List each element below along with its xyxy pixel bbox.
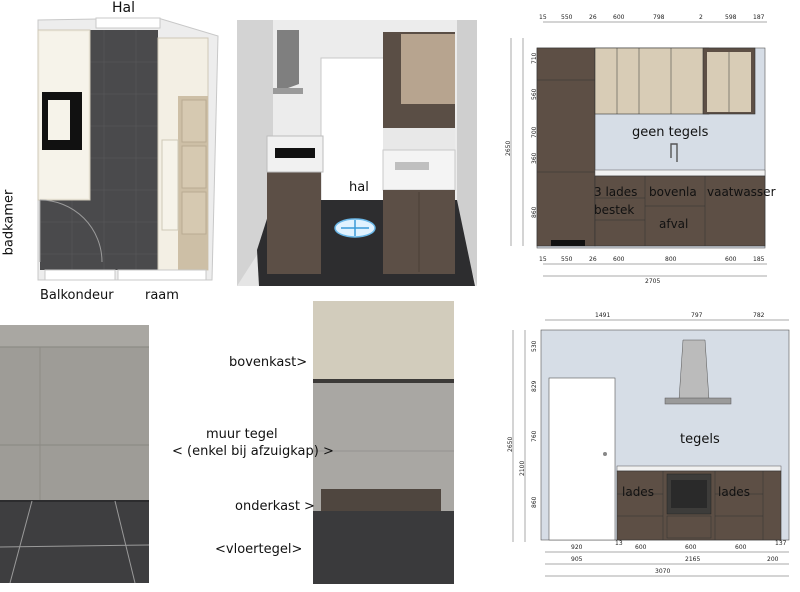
dim-value: 600 xyxy=(725,256,737,263)
dim-value: 829 xyxy=(531,380,538,392)
dim-total: 2705 xyxy=(645,278,661,285)
tile-photo-left-drawing xyxy=(0,325,149,583)
dim-value: 800 xyxy=(665,256,677,263)
dim-door-height: 2100 xyxy=(519,460,526,476)
label-bovenla: bovenla xyxy=(649,185,697,199)
elevation-2: 1491 797 782 920 13 600 600 600 137 905 … xyxy=(505,308,795,590)
floorplan: Hal badkamer Balkondeur raam xyxy=(0,0,230,303)
annotated-photo xyxy=(313,301,454,584)
dim-value: 782 xyxy=(753,312,765,319)
dim-value: 600 xyxy=(685,544,697,551)
label-hal-render: hal xyxy=(349,180,369,195)
dim-value: 798 xyxy=(653,14,665,21)
annotated-photo-drawing xyxy=(313,301,454,584)
dim-value: 920 xyxy=(571,544,583,551)
dim-value: 1491 xyxy=(595,312,611,319)
dim-value: 2165 xyxy=(685,556,701,563)
label-muur-tegel: muur tegel xyxy=(206,427,278,442)
dim-value: 600 xyxy=(613,256,625,263)
label-hal-top: Hal xyxy=(112,0,135,16)
dim-value: 137 xyxy=(775,540,787,547)
dim-value: 600 xyxy=(735,544,747,551)
dim-value: 860 xyxy=(531,496,538,508)
label-afval: afval xyxy=(659,217,689,231)
dim-height: 2650 xyxy=(507,436,514,452)
dim-value: 600 xyxy=(635,544,647,551)
label-bovenkast: bovenkast> xyxy=(229,355,308,370)
label-enkel-bij-afzuigkap: < (enkel bij afzuigkap) > xyxy=(172,444,334,459)
label-lades-left: lades xyxy=(622,485,654,499)
dim-value: 530 xyxy=(531,340,538,352)
dim-value: 560 xyxy=(531,88,538,100)
floorplan-drawing xyxy=(37,17,219,281)
label-vaatwasser: vaatwasser xyxy=(707,185,776,199)
render-drawing xyxy=(237,20,477,286)
label-geen-tegels: geen tegels xyxy=(632,125,709,140)
dim-value: 360 xyxy=(531,152,538,164)
dim-value: 797 xyxy=(691,312,703,319)
dim-value: 598 xyxy=(725,14,737,21)
label-badkamer: badkamer xyxy=(1,189,17,256)
label-raam: raam xyxy=(145,288,179,303)
label-bestek: bestek xyxy=(594,203,635,217)
dim-value: 15 xyxy=(539,14,547,21)
label-3-lades: 3 lades xyxy=(594,185,638,199)
dim-value: 600 xyxy=(613,14,625,21)
dim-value: 13 xyxy=(615,540,623,547)
dim-value: 905 xyxy=(571,556,583,563)
label-balkondeur: Balkondeur xyxy=(40,288,114,303)
dim-value: 700 xyxy=(531,126,538,138)
dim-value: 185 xyxy=(753,256,765,263)
tile-photo-left xyxy=(0,325,149,583)
dim-value: 26 xyxy=(589,14,597,21)
dim-value: 710 xyxy=(531,52,538,64)
elevation-1-drawing xyxy=(510,21,767,277)
dim-value: 187 xyxy=(753,14,765,21)
dim-value: 550 xyxy=(561,14,573,21)
dim-total: 3070 xyxy=(655,568,671,575)
elevation-2-drawing xyxy=(512,319,790,577)
label-tegels: tegels xyxy=(680,432,720,447)
dim-value: 15 xyxy=(539,256,547,263)
elevation-1: 15 550 26 600 798 2 598 187 15 550 26 60… xyxy=(505,12,795,292)
dim-value: 200 xyxy=(767,556,779,563)
label-lades-right: lades xyxy=(718,485,750,499)
dim-value: 26 xyxy=(589,256,597,263)
dim-height: 2650 xyxy=(505,140,512,156)
dim-value: 760 xyxy=(531,430,538,442)
dim-value: 860 xyxy=(531,206,538,218)
kitchen-3d-render: hal xyxy=(237,20,477,286)
label-onderkast: onderkast > xyxy=(235,499,315,514)
label-vloertegel: <vloertegel> xyxy=(215,542,303,557)
dim-value: 550 xyxy=(561,256,573,263)
dim-value: 2 xyxy=(699,14,703,21)
